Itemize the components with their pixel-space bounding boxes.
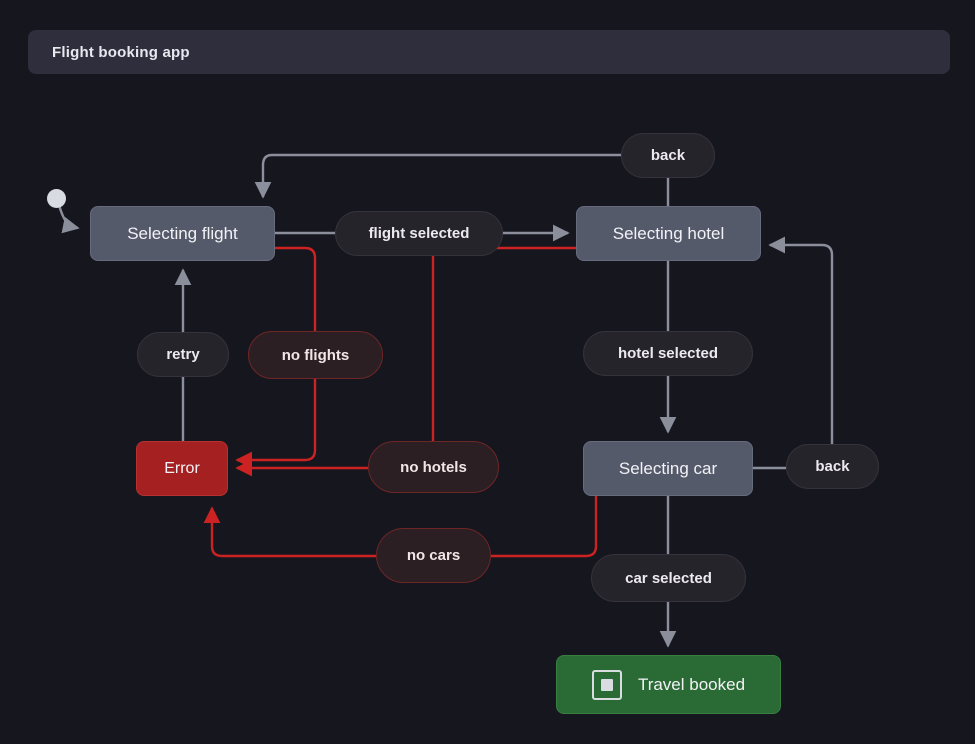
edge-selecting-hotel-to-no-hotels <box>431 246 576 441</box>
state-node-error[interactable]: Error <box>136 441 228 496</box>
transition-label-back-right[interactable]: back <box>786 444 879 489</box>
transition-label-back-top[interactable]: back <box>621 133 715 178</box>
state-node-travel-booked[interactable]: Travel booked <box>556 655 781 714</box>
transition-label-text: back <box>815 458 850 475</box>
edge-back-top-to-selecting-flight <box>254 153 621 199</box>
transition-label-text: back <box>650 147 686 164</box>
edge-back-right-to-selecting-hotel <box>768 236 834 444</box>
transition-label-text: car selected <box>625 569 712 587</box>
transition-label-text: flight selected <box>368 225 470 242</box>
edge-no-cars-to-error <box>203 506 376 558</box>
state-node-selecting-flight[interactable]: Selecting flight <box>90 206 275 261</box>
transition-label-text: no flights <box>281 346 350 364</box>
transition-label-retry[interactable]: retry <box>137 332 229 377</box>
edge-initial-to-selecting-flight <box>57 204 80 234</box>
transition-label-flight-selected[interactable]: flight selected <box>335 211 503 256</box>
final-state-icon <box>591 669 622 700</box>
state-node-selecting-car[interactable]: Selecting car <box>583 441 753 496</box>
transition-label-text: retry <box>166 346 200 363</box>
state-label: Selecting hotel <box>612 223 725 243</box>
state-label: Error <box>164 459 200 477</box>
initial-state-marker <box>47 189 66 208</box>
transition-label-no-cars[interactable]: no cars <box>376 528 491 583</box>
state-label: Selecting flight <box>127 223 238 243</box>
edge-selecting-flight-to-no-flights <box>275 246 317 331</box>
app-header: Flight booking app <box>28 30 950 74</box>
transition-label-car-selected[interactable]: car selected <box>591 554 746 602</box>
state-label: Selecting car <box>618 458 718 478</box>
page-title: Flight booking app <box>52 43 190 61</box>
transition-label-text: no hotels <box>400 458 467 476</box>
state-node-selecting-hotel[interactable]: Selecting hotel <box>576 206 761 261</box>
edge-no-flights-to-error <box>235 379 317 469</box>
transition-label-text: hotel selected <box>617 345 719 362</box>
state-label: Travel booked <box>637 674 746 694</box>
transition-label-no-hotels[interactable]: no hotels <box>368 441 499 493</box>
transition-label-hotel-selected[interactable]: hotel selected <box>583 331 753 376</box>
transition-label-text: no cars <box>406 547 461 564</box>
transition-label-no-flights[interactable]: no flights <box>248 331 383 379</box>
edge-selecting-car-to-no-cars <box>491 496 598 558</box>
